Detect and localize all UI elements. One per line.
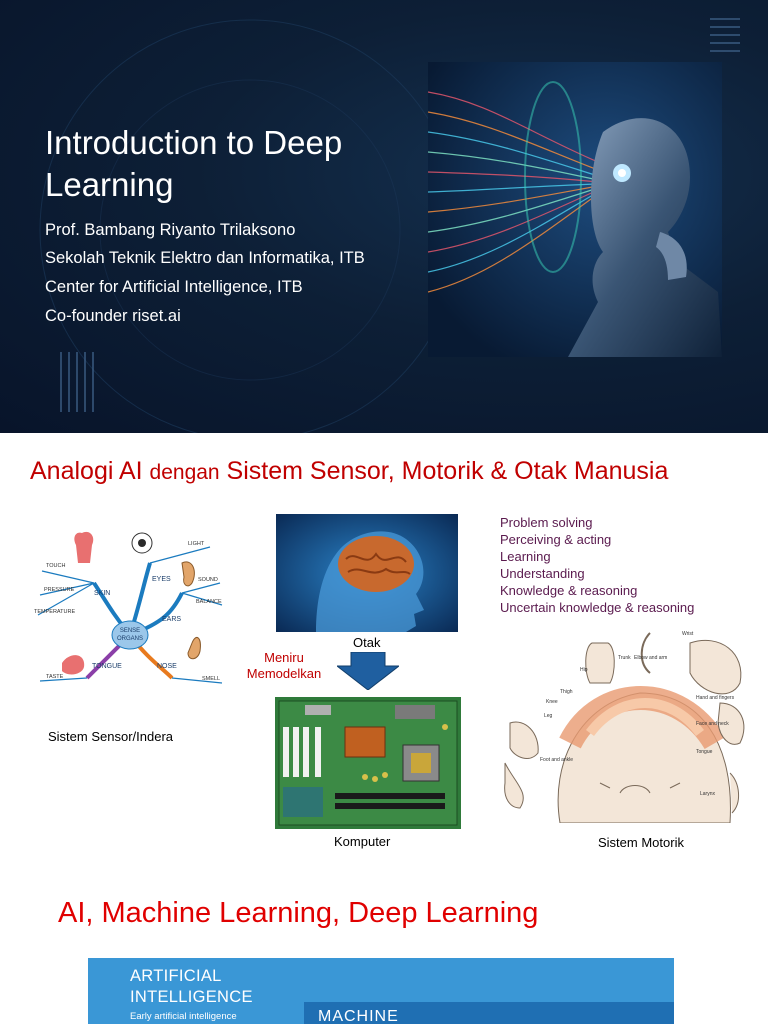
affiliation-line-1: Sekolah Teknik Elektro dan Informatika, … [45, 249, 365, 267]
motor-label-face-neck: Face and neck [696, 721, 729, 727]
sense-organ-illustrations [62, 531, 201, 675]
ai-label-line-1: ARTIFICIAL [130, 967, 222, 985]
ai-capability-knowledge-reasoning: Knowledge & reasoning [500, 583, 638, 598]
mindmap-leaf-touch: TOUCH [46, 563, 65, 569]
motor-system-caption: Sistem Motorik [598, 835, 684, 850]
affiliation-line-3: Co-founder riset.ai [45, 307, 181, 325]
artificial-intelligence-panel: ARTIFICIAL INTELLIGENCE Early artificial… [88, 958, 674, 1024]
computer-caption: Komputer [334, 834, 391, 849]
mindmap-branch-ears: EARS [162, 616, 181, 623]
motor-label-foot-ankle: Foot and ankle [540, 757, 573, 763]
motor-label-leg: Leg [544, 713, 553, 719]
mindmap-leaf-smell: SMELL [202, 676, 220, 682]
title-line-2: Learning [45, 166, 174, 203]
analogy-slide-title: Analogi AI dengan Sistem Sensor, Motorik… [30, 457, 669, 485]
mindmap-center-line-1: SENSE [120, 628, 140, 634]
motor-label-knee: Knee [546, 699, 558, 705]
motor-label-hand-fingers: Hand and fingers [696, 695, 735, 701]
author-name: Prof. Bambang Riyanto Trilaksono [45, 221, 296, 239]
mindmap-branch-nose: NOSE [157, 663, 177, 670]
mindmap-leaf-taste: TASTE [46, 674, 64, 680]
analogy-slide: Analogi AI dengan Sistem Sensor, Motorik… [0, 433, 768, 863]
motherboard-image [275, 697, 461, 829]
mindmap-branch-skin: SKIN [94, 590, 110, 597]
ai-capability-perceiving-acting: Perceiving & acting [500, 532, 612, 547]
motor-homunculus-image: Wrist Hip Trunk Elbow and arm Thigh Knee… [500, 623, 752, 823]
arrow-down-icon [337, 652, 399, 690]
title-line-1: Introduction to Deep [45, 124, 343, 161]
ai-capability-understanding: Understanding [500, 566, 585, 581]
ai-capability-uncertain-knowledge: Uncertain knowledge & reasoning [500, 600, 695, 615]
mindmap-branch-tongue: TONGUE [92, 663, 122, 670]
brain-caption: Otak [353, 635, 381, 650]
machine-learning-panel: MACHINE [304, 1002, 674, 1024]
motor-label-hip: Hip [580, 667, 588, 673]
mindmap-leaf-balance: BALANCE [196, 599, 222, 605]
mindmap-leaf-light: LIGHT [188, 541, 205, 547]
mindmap-branch-eyes: EYES [152, 576, 171, 583]
motor-label-trunk: Trunk [618, 655, 631, 661]
ai-capability-learning: Learning [500, 549, 551, 564]
presentation-title: Introduction to Deep Learning [45, 122, 425, 206]
ai-label-line-2: INTELLIGENCE [130, 988, 253, 1006]
sensor-system-caption: Sistem Sensor/Indera [48, 729, 174, 744]
sense-organs-mindmap: SENSE ORGANS SKIN EYES EARS NOSE TONGUE … [34, 531, 223, 684]
affiliation-line-2: Center for Artificial Intelligence, ITB [45, 278, 303, 296]
mindmap-leaf-pressure: PRESSURE [44, 587, 75, 593]
ai-robot-image [428, 62, 722, 357]
mimic-model-label: Meniru Memodelkan [246, 650, 322, 681]
motor-label-elbow-arm: Elbow and arm [634, 655, 667, 661]
mindmap-leaf-sound: SOUND [198, 577, 218, 583]
title-slide: Introduction to Deep Learning Prof. Bamb… [0, 0, 768, 433]
mindmap-leaf-temperature: TEMPERATURE [34, 609, 75, 615]
brain-image [276, 514, 458, 632]
motor-label-wrist: Wrist [682, 631, 694, 637]
ai-capability-problem-solving: Problem solving [500, 515, 593, 530]
motor-label-thigh: Thigh [560, 689, 573, 695]
ai-sublabel: Early artificial intelligence [130, 1011, 237, 1022]
motor-label-tongue: Tongue [696, 749, 713, 755]
ml-label: MACHINE [318, 1008, 399, 1024]
ai-ml-dl-slide-title: AI, Machine Learning, Deep Learning [58, 897, 539, 929]
ai-ml-dl-slide: AI, Machine Learning, Deep Learning ARTI… [0, 863, 768, 1024]
motor-label-larynx: Larynx [700, 791, 716, 797]
mindmap-center-line-2: ORGANS [117, 636, 143, 642]
